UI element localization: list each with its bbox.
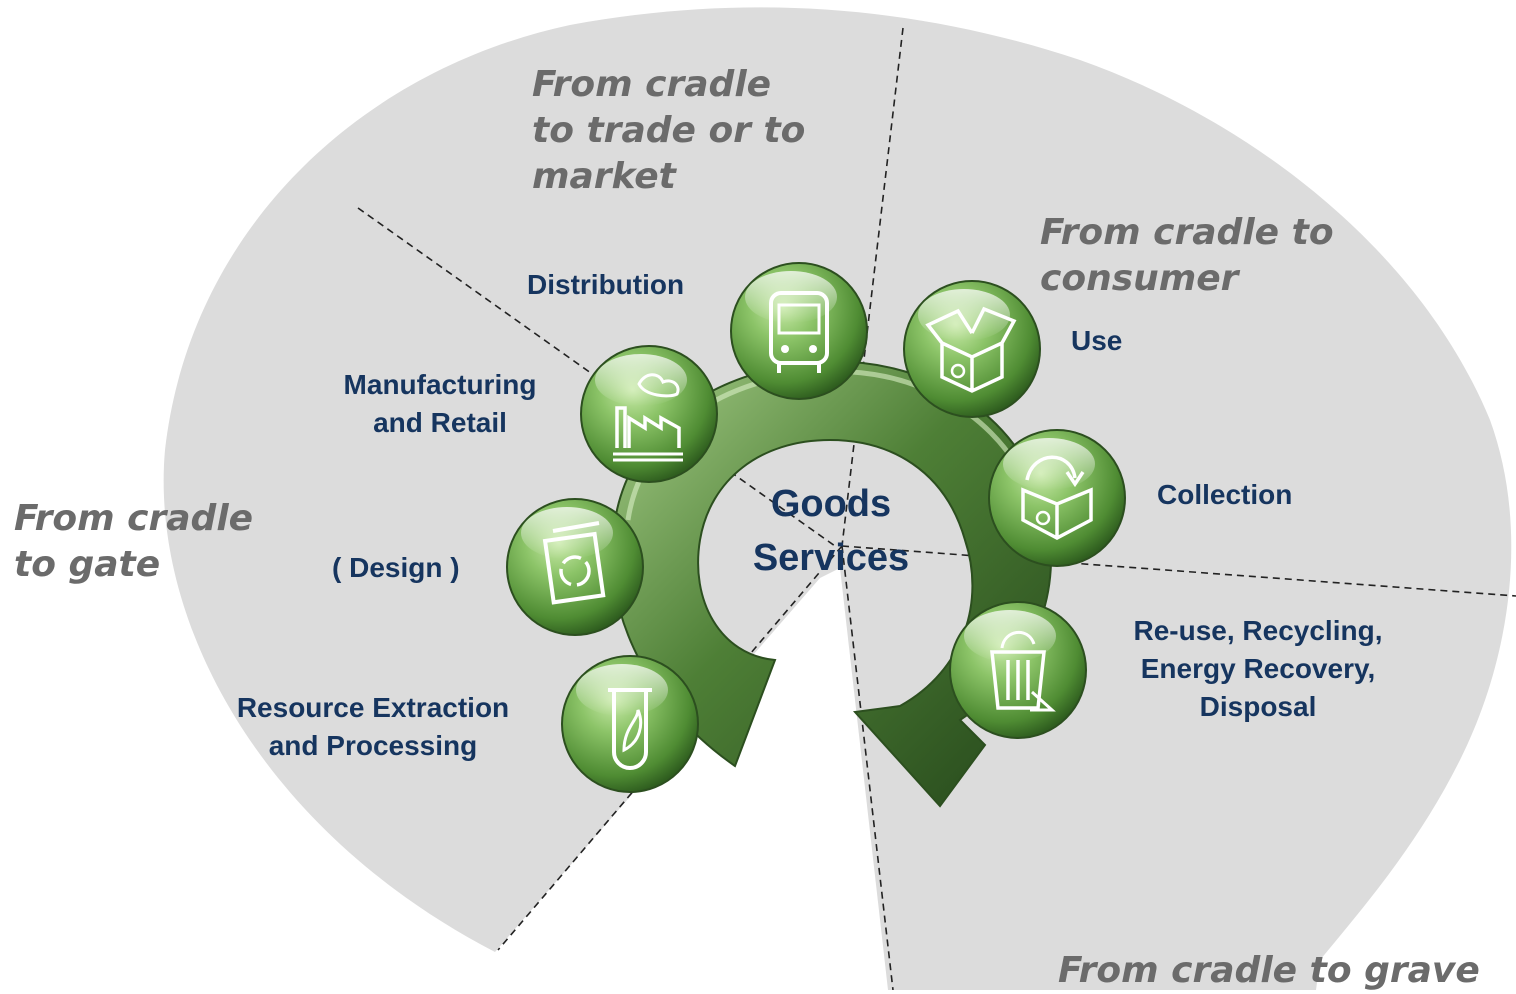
document-recycle-icon	[506, 498, 644, 636]
bus-icon	[730, 262, 868, 400]
divider-line-market-consumer	[841, 27, 904, 547]
stage-label-design: ( Design )	[332, 552, 460, 583]
zone-label-grave: From cradle to grave	[1058, 950, 1480, 991]
zone-label-consumer: From cradle to consumer	[1040, 212, 1334, 299]
center-label-services: Services	[752, 537, 910, 579]
zone-label-market: From cradle to trade or to market	[532, 64, 806, 197]
stage-label-collection: Collection	[1157, 479, 1293, 510]
stage-label-distribution: Distribution	[527, 269, 685, 300]
stage-label-use: Use	[1071, 325, 1123, 356]
test-tube-leaf-icon	[561, 655, 699, 793]
collection-box-icon	[988, 429, 1126, 567]
zone-label-gate: From cradle to gate	[14, 498, 254, 585]
open-box-icon	[903, 280, 1041, 418]
background-wedge	[163, 7, 1512, 990]
recycle-bin-icon	[949, 601, 1087, 739]
factory-icon	[580, 345, 718, 483]
divider-line-consumer-grave	[841, 545, 1516, 597]
stage-label-manufacturing: Manufacturing and Retail	[343, 369, 537, 438]
divider-line-grave-lower	[841, 545, 894, 990]
stage-label-reuse: Re-use, Recycling, Energy Recovery, Disp…	[1133, 615, 1383, 722]
center-label-goods: Goods	[770, 483, 892, 525]
stage-label-resource: Resource Extraction and Processing	[236, 692, 510, 761]
